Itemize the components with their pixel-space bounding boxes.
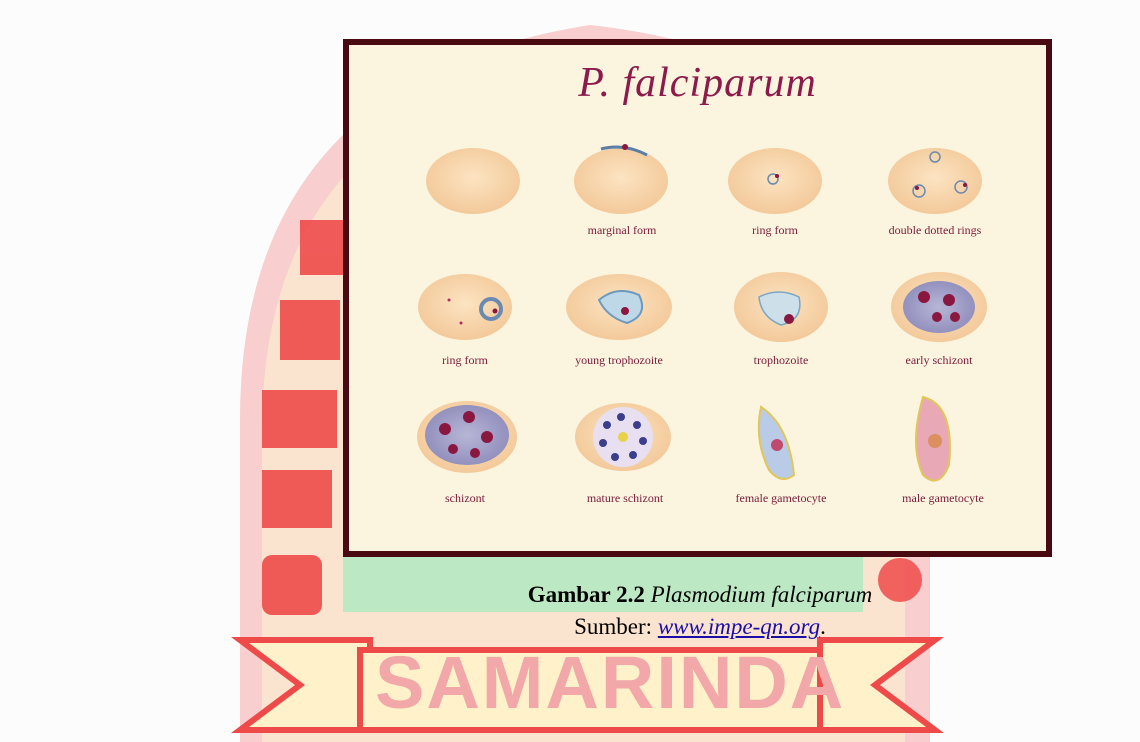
cell-label-8: schizont bbox=[385, 491, 545, 506]
plasmodium-illustration bbox=[349, 45, 1046, 551]
cell-label-1: marginal form bbox=[542, 223, 702, 238]
cell-label-10: female gametocyte bbox=[701, 491, 861, 506]
source-link[interactable]: www.impe-qn.org bbox=[658, 614, 820, 639]
figure-source: Sumber: www.impe-qn.org. bbox=[350, 614, 1050, 640]
caption-text: Plasmodium falciparum bbox=[651, 582, 873, 607]
cell-label-4: ring form bbox=[385, 353, 545, 368]
cell-label-5: young trophozoite bbox=[539, 353, 699, 368]
plasmodium-figure: P. falciparum marginal form ring form do… bbox=[343, 39, 1052, 557]
cell-label-9: mature schizont bbox=[545, 491, 705, 506]
cell-label-3: double dotted rings bbox=[855, 223, 1015, 238]
figure-caption: Gambar 2.2 Plasmodium falciparum bbox=[350, 582, 1050, 608]
caption-number: Gambar 2.2 bbox=[528, 582, 645, 607]
source-prefix: Sumber: bbox=[574, 614, 652, 639]
source-suffix: . bbox=[820, 614, 826, 639]
cell-label-7: early schizont bbox=[859, 353, 1019, 368]
cell-label-6: trophozoite bbox=[701, 353, 861, 368]
watermark-banner-text: SAMARINDA bbox=[375, 640, 805, 725]
cell-label-11: male gametocyte bbox=[863, 491, 1023, 506]
cell-label-2: ring form bbox=[695, 223, 855, 238]
figure-title: P. falciparum bbox=[349, 59, 1046, 107]
